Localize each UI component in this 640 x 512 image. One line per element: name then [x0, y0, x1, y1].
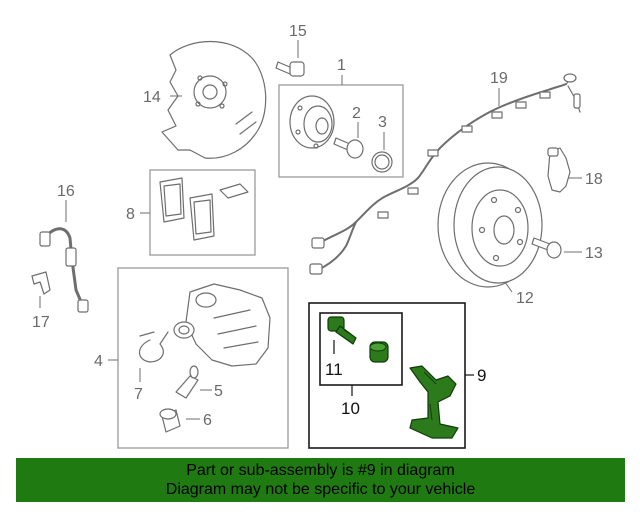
rotor-screw-part[interactable]	[531, 237, 562, 259]
callout-5[interactable]: 5	[214, 383, 223, 400]
callout-14[interactable]: 14	[143, 89, 161, 106]
bleeder-valve-part[interactable]	[175, 365, 199, 399]
callout-1[interactable]: 1	[337, 57, 346, 74]
guide-pin-kit-box	[319, 312, 403, 386]
abs-sensor-part[interactable]	[547, 147, 571, 193]
parts-diagram: 14 15 1 2 3	[31, 23, 603, 449]
callout-4[interactable]: 4	[94, 353, 103, 370]
banner-line-2: Diagram may not be specific to your vehi…	[165, 481, 476, 498]
banner-line-1: Part or sub-assembly is #9 in diagram	[186, 462, 455, 479]
caliper-support-bracket-part[interactable]	[409, 365, 459, 439]
dust-shield-part[interactable]	[161, 40, 267, 159]
hub-kit-box	[278, 84, 404, 178]
guide-pin-boot-part[interactable]	[369, 341, 389, 363]
caliper-assembly-box	[117, 267, 289, 449]
callout-13[interactable]: 13	[585, 245, 603, 262]
callout-18[interactable]: 18	[585, 171, 603, 188]
callout-11[interactable]: 11	[325, 360, 343, 379]
callout-9[interactable]: 9	[477, 366, 486, 385]
brake-pad-outer-part[interactable]	[189, 193, 215, 241]
callout-8[interactable]: 8	[126, 206, 135, 223]
callout-15[interactable]: 15	[289, 23, 307, 40]
callout-3[interactable]: 3	[378, 114, 387, 131]
guide-pin-bolt-part[interactable]	[327, 316, 357, 345]
shield-bolt-part[interactable]	[275, 61, 305, 77]
brake-pad-inner-part[interactable]	[159, 177, 185, 223]
brake-wear-sensor-wire-part[interactable]	[309, 73, 581, 275]
hose-clip-part[interactable]	[31, 271, 51, 295]
callout-7[interactable]: 7	[134, 386, 143, 403]
brake-rotor-part[interactable]	[437, 162, 543, 288]
caliper-spring-part[interactable]	[138, 331, 169, 363]
callout-10[interactable]: 10	[341, 399, 360, 418]
bleeder-cap-part[interactable]	[159, 408, 181, 433]
callout-6[interactable]: 6	[203, 412, 212, 429]
brake-hose-part[interactable]	[39, 227, 89, 313]
callout-2[interactable]: 2	[352, 105, 361, 122]
wheel-hub-part[interactable]	[289, 95, 335, 149]
caliper-housing-part[interactable]	[173, 283, 271, 367]
snap-ring-part[interactable]	[371, 151, 393, 173]
hub-bolt-part[interactable]	[333, 137, 364, 159]
callout-17[interactable]: 17	[32, 314, 50, 331]
callout-12[interactable]: 12	[516, 290, 534, 307]
leader-12	[504, 281, 513, 293]
callout-19[interactable]: 19	[490, 70, 508, 87]
pad-clip-part[interactable]	[219, 183, 249, 199]
info-banner: Part or sub-assembly is #9 in diagram Di…	[16, 458, 625, 502]
callout-16[interactable]: 16	[57, 183, 75, 200]
